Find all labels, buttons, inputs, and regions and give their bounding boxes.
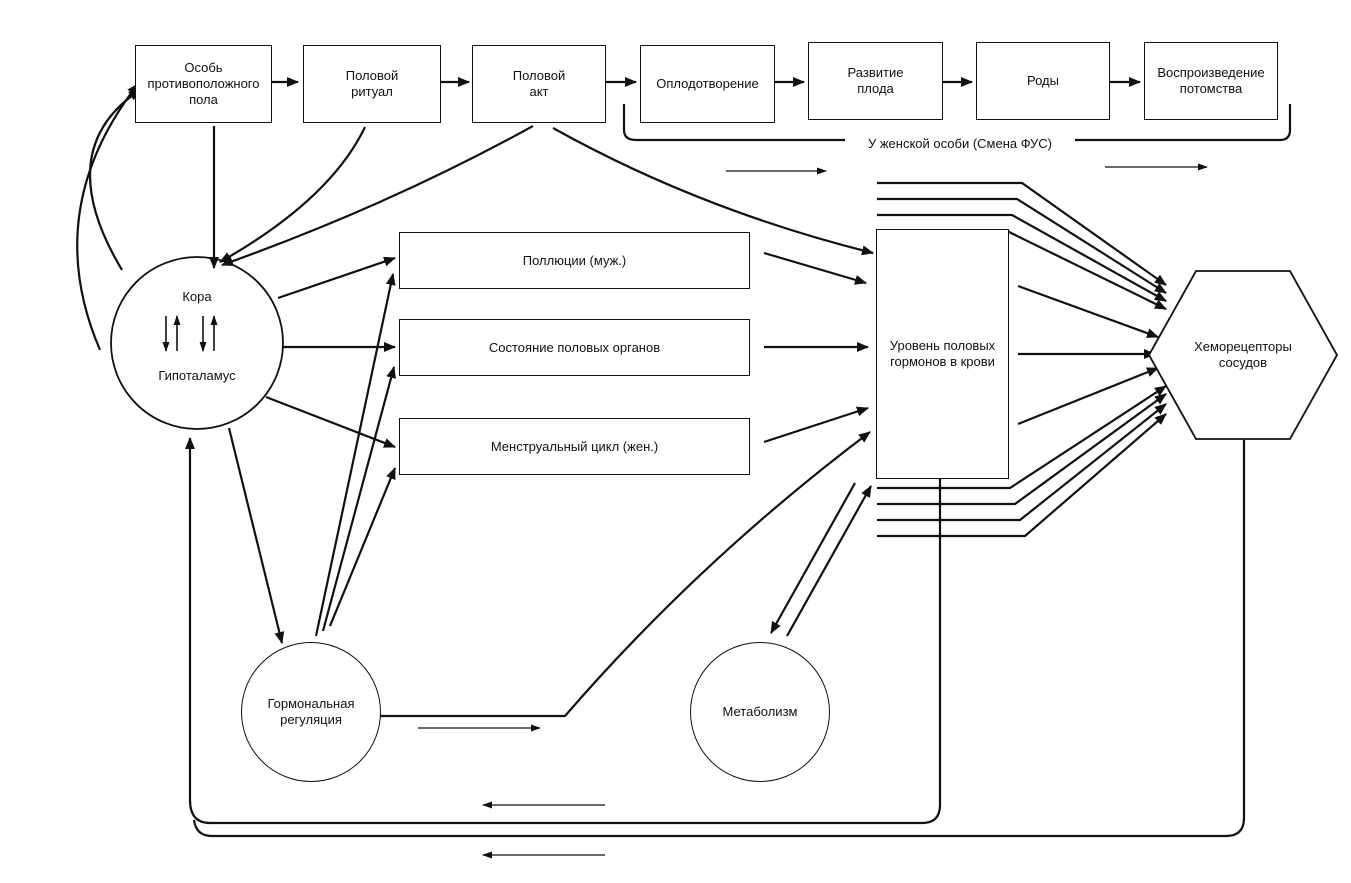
arrow-act-to-hormone-level (552, 127, 874, 256)
female-bracket-label: У женской особи (Смена ФУС) (867, 136, 1053, 151)
node-organs: Состояние половых органов (399, 319, 750, 376)
female-bracket (622, 104, 1292, 142)
node-opposite-sex: Особь противоположного пола (135, 45, 272, 123)
arrow-hormone-to-chemo-3 (1017, 366, 1159, 426)
bundle-bottom-4 (877, 413, 1167, 538)
node-fertilization: Оплодотворение (640, 45, 775, 123)
bundle-bottom-3 (877, 403, 1167, 522)
cortex-label: Кора (182, 289, 212, 304)
arrow-hormone-to-metabolism (770, 482, 856, 634)
node-hormonal-regulation: Гормональная регуляция (241, 642, 381, 782)
bundle-top-2 (877, 197, 1167, 294)
node-hormone-level: Уровень половых гормонов в крови (876, 229, 1009, 479)
node-reproduction: Воспроизведение потомства (1144, 42, 1278, 120)
bundle-bottom-2 (877, 393, 1167, 506)
arrow-hormonal-to-menstrual (328, 467, 397, 627)
arrow-hormonal-to-hormone-level (380, 431, 871, 718)
feedback-hormone-to-cortex (185, 437, 942, 825)
chemoreceptors-hexagon (1147, 270, 1339, 440)
bundle-top-3 (877, 213, 1167, 302)
arrow-act-to-cortex (221, 125, 534, 267)
cortex-circle (110, 256, 284, 430)
arrow-pollution-to-hormone-level (763, 251, 867, 285)
node-pollution: Поллюции (муж.) (399, 232, 750, 289)
arrow-ritual-to-cortex (219, 126, 366, 263)
hypothalamus-label: Гипоталамус (158, 368, 236, 383)
arrow-cortex-to-opposite-inner (88, 89, 141, 271)
feedback-chemo-to-cortex (192, 440, 1246, 838)
arrow-cortex-to-opposite-outer (76, 83, 139, 351)
arrow-metabolism-to-hormone (786, 485, 872, 637)
node-ritual: Половой ритуал (303, 45, 441, 123)
arrow-hormonal-to-organs (321, 366, 396, 632)
node-menstrual: Менструальный цикл (жен.) (399, 418, 750, 475)
node-act: Половой акт (472, 45, 606, 123)
arrow-cortex-to-menstrual (265, 395, 396, 449)
node-metabolism: Метаболизм (690, 642, 830, 782)
node-chemoreceptors: Хеморецепторы сосудов (1194, 339, 1292, 370)
arrow-cortex-to-pollution (277, 256, 396, 300)
bundle-bottom-1 (877, 385, 1167, 490)
arrow-menstrual-to-hormone-level (763, 406, 869, 444)
node-fetus: Развитие плода (808, 42, 943, 120)
arrow-hormone-to-chemo-1 (1017, 284, 1159, 339)
bundle-top-1 (877, 181, 1167, 286)
arrow-hormonal-to-pollution (314, 273, 396, 637)
arrow-cortex-to-hormonal-regulation (227, 427, 285, 644)
node-birth: Роды (976, 42, 1110, 120)
